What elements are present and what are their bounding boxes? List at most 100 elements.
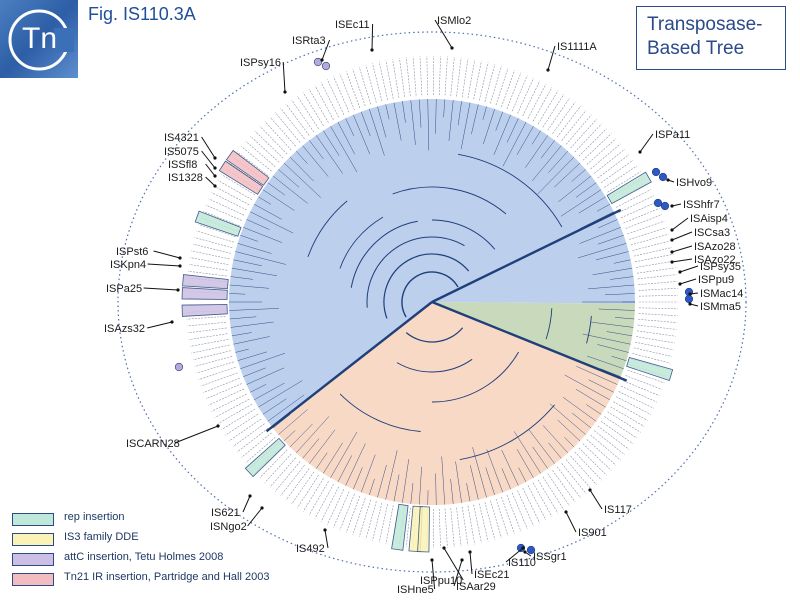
leaf-label-mark <box>194 237 233 249</box>
leaf-label-mark <box>578 128 607 157</box>
leaf-branch <box>598 219 618 229</box>
leaf-label-mark <box>302 478 324 512</box>
leaf-branch <box>231 267 278 277</box>
leaf-label-mark <box>517 490 534 527</box>
branch-arc <box>457 153 563 228</box>
leaf-branch <box>361 454 376 493</box>
leaf-label-mark <box>191 250 230 260</box>
tn21-insertion-highlight <box>225 149 270 186</box>
leaf-label-mark <box>405 507 411 547</box>
leaf-label-mark <box>241 432 272 458</box>
leaf-branch <box>258 196 271 205</box>
leaf-label-mark <box>426 56 428 96</box>
leaf-branch <box>337 121 355 155</box>
leaf-label-mark <box>590 434 621 461</box>
callout-label-is4321: IS4321 <box>164 132 199 144</box>
leaf-branch <box>587 355 624 369</box>
callout-label-iscarn28: ISCARN28 <box>126 438 180 450</box>
leaf-branch <box>283 162 322 198</box>
leaf-branch <box>402 101 406 123</box>
leaf-branch <box>243 227 283 243</box>
leaf-label-mark <box>610 406 645 427</box>
leaf-branch <box>441 456 445 505</box>
leaf-branch <box>385 104 390 120</box>
callout-arrow-is110 <box>505 547 524 563</box>
leaf-label-mark <box>254 130 284 159</box>
leaf-label-mark <box>490 500 502 539</box>
leaf-label-mark <box>607 411 641 433</box>
leaf-branch <box>576 366 618 385</box>
leaf-branch <box>230 276 254 280</box>
leaf-branch <box>309 429 336 464</box>
leaf-branch <box>323 130 340 156</box>
rep-insertion-highlight <box>244 437 286 478</box>
leaf-branch <box>229 308 279 311</box>
callout-label-isngo2: ISNgo2 <box>210 521 247 533</box>
leaf-label-mark <box>187 270 227 277</box>
leaf-branch <box>233 336 270 345</box>
leaf-label-mark <box>478 503 489 542</box>
marker-dot <box>684 294 694 304</box>
leaf-label-mark <box>438 508 441 548</box>
leaf-branch <box>385 450 398 500</box>
leaf-label-mark <box>245 141 276 167</box>
leaf-label-mark <box>264 121 292 151</box>
branch-arc <box>307 200 348 258</box>
orange-clade <box>272 302 621 505</box>
leaf-branch <box>283 430 296 442</box>
leaf-branch <box>435 99 437 134</box>
leaf-label-mark <box>285 103 310 136</box>
branch-arc <box>545 308 553 340</box>
leaf-label-mark <box>259 449 288 478</box>
leaf-label-mark <box>339 493 355 531</box>
leaf-label-mark <box>444 56 448 96</box>
leaf-branch <box>377 464 387 498</box>
leaf-label-mark <box>211 192 247 211</box>
leaf-branch <box>516 449 534 478</box>
leaf-label-mark <box>232 423 265 447</box>
leaf-label-mark <box>450 508 455 548</box>
callout-arrowhead-is5075 <box>213 166 217 170</box>
callout-label-isrta3: ISRta3 <box>292 35 326 47</box>
leaf-label-mark <box>556 105 581 138</box>
marker-dot <box>651 167 661 177</box>
leaf-label-mark <box>597 154 630 179</box>
leaf-branch <box>246 219 270 230</box>
callout-arrowhead-is901 <box>564 510 568 514</box>
leaf-branch <box>472 447 487 498</box>
leaf-branch <box>353 467 363 490</box>
leaf-label-mark <box>623 207 660 224</box>
leaf-branch <box>410 482 414 504</box>
legend-item: rep insertion <box>12 510 292 530</box>
leaf-label-mark <box>532 482 553 517</box>
green-clade <box>432 302 635 379</box>
leaf-branch <box>470 465 479 500</box>
leaf-label-mark <box>506 72 522 110</box>
leaf-branch <box>315 452 328 469</box>
leaf-label-mark <box>200 372 238 387</box>
leaf-label-mark <box>264 453 292 483</box>
callout-label-is110: IS110 <box>508 557 536 569</box>
leaf-branch <box>564 437 575 448</box>
leaf-label-mark <box>412 56 417 96</box>
legend-label: attC insertion, Tetu Holmes 2008 <box>64 551 224 563</box>
leaf-branch <box>537 156 575 195</box>
leaf-label-mark <box>597 425 630 450</box>
legend-swatch <box>12 513 54 526</box>
rep-insertion-highlight <box>194 210 242 237</box>
callout-arrowhead-is1328 <box>213 184 217 188</box>
leaf-label-mark <box>280 464 305 497</box>
callout-arrow-ishne5 <box>431 559 436 590</box>
legend-swatch <box>12 553 54 566</box>
leaf-label-mark <box>345 71 361 109</box>
leaf-branch <box>435 473 437 505</box>
leaf-label-mark <box>308 88 329 123</box>
callout-arrow-isngo2 <box>247 507 263 527</box>
leaf-label-mark <box>467 505 476 545</box>
leaf-branch <box>613 259 631 264</box>
marker-dot <box>516 543 526 553</box>
leaf-branch <box>235 251 286 265</box>
leaf-label-mark <box>456 507 462 547</box>
leaf-branch <box>278 169 300 188</box>
leaf-label-mark <box>198 367 236 380</box>
